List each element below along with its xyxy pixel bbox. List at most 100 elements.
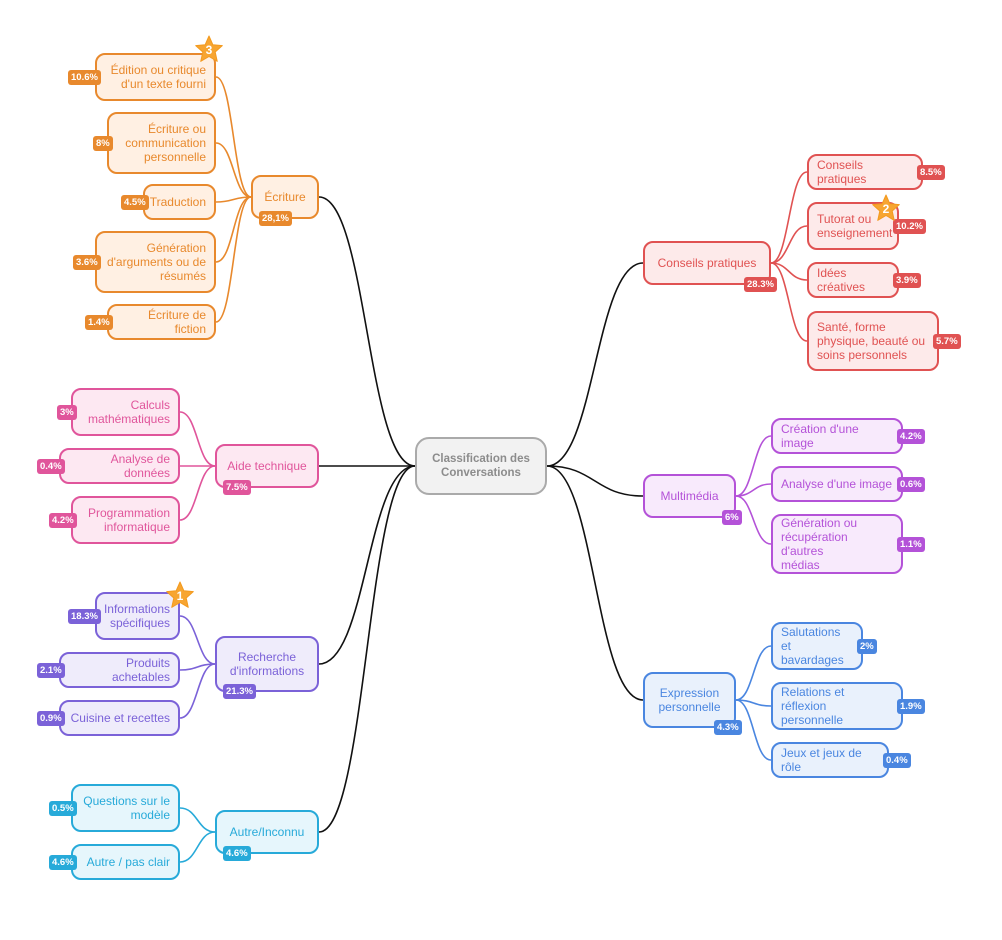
- leaf-badge-multimedia-0: 4.2%: [897, 429, 925, 444]
- branch-badge-multimedia: 6%: [722, 510, 742, 525]
- rank-star-2: 2: [871, 194, 901, 224]
- leaf-node-autre-1[interactable]: Autre / pas clair: [71, 844, 180, 880]
- star-icon: [872, 194, 900, 221]
- branch-badge-conseils: 28.3%: [744, 277, 777, 292]
- leaf-badge-ecriture-4: 1.4%: [85, 315, 113, 330]
- leaf-node-conseils-0[interactable]: Conseils pratiques: [807, 154, 923, 190]
- leaf-badge-expression-0: 2%: [857, 639, 877, 654]
- star-icon: [166, 581, 194, 608]
- leaf-node-aide-1-label: Analyse de données: [110, 452, 170, 480]
- leaf-badge-conseils-3: 5.7%: [933, 334, 961, 349]
- leaf-node-multimedia-0[interactable]: Création d'une image: [771, 418, 903, 454]
- leaf-node-autre-0[interactable]: Questions sur le modèle: [71, 784, 180, 832]
- link-conseils-1: [770, 225, 808, 264]
- leaf-badge-expression-2: 0.4%: [883, 753, 911, 768]
- link-expression-1: [735, 699, 772, 707]
- link-conseils-2: [770, 262, 808, 281]
- leaf-badge-aide-1: 0.4%: [37, 459, 65, 474]
- leaf-node-conseils-1[interactable]: Tutorat ou enseignement: [807, 202, 899, 250]
- leaf-node-multimedia-2[interactable]: Génération ou récupération d'autres médi…: [771, 514, 903, 574]
- leaf-badge-ecriture-2: 4.5%: [121, 195, 149, 210]
- link-conseils-3: [770, 262, 808, 342]
- link-ecriture-4: [215, 196, 252, 323]
- leaf-node-ecriture-2-label: Traduction: [149, 195, 206, 209]
- leaf-node-multimedia-1-label: Analyse d'une image: [781, 477, 893, 491]
- branch-node-aide-label: Aide technique: [227, 459, 307, 473]
- leaf-node-conseils-3[interactable]: Santé, forme physique, beauté ou soins p…: [807, 311, 939, 371]
- leaf-node-expression-0[interactable]: Salutations et bavardages: [771, 622, 863, 670]
- leaf-node-expression-0-label: Salutations et bavardages: [781, 625, 844, 667]
- link-multimedia-0: [735, 435, 772, 497]
- leaf-node-conseils-3-label: Santé, forme physique, beauté ou soins p…: [817, 320, 926, 362]
- root-node[interactable]: Classification des Conversations: [415, 437, 547, 495]
- leaf-badge-autre-1: 4.6%: [49, 855, 77, 870]
- leaf-node-ecriture-2[interactable]: Traduction: [143, 184, 216, 220]
- branch-node-multimedia[interactable]: Multimédia: [643, 474, 736, 518]
- branch-node-autre-label: Autre/Inconnu: [229, 825, 305, 839]
- leaf-node-aide-0[interactable]: Calculs mathématiques: [71, 388, 180, 436]
- leaf-node-multimedia-1[interactable]: Analyse d'une image: [771, 466, 903, 502]
- leaf-node-recherche-2-label: Cuisine et recettes: [70, 711, 170, 725]
- leaf-node-conseils-0-label: Conseils pratiques: [817, 158, 867, 186]
- link-multimedia-1: [735, 483, 772, 497]
- leaf-badge-aide-0: 3%: [57, 405, 77, 420]
- leaf-node-aide-2[interactable]: Programmation informatique: [71, 496, 180, 544]
- leaf-badge-ecriture-1: 8%: [93, 136, 113, 151]
- leaf-node-multimedia-0-label: Création d'une image: [781, 422, 859, 450]
- leaf-node-aide-1[interactable]: Analyse de données: [59, 448, 180, 484]
- leaf-node-conseils-2[interactable]: Idées créatives: [807, 262, 899, 298]
- branch-node-expression[interactable]: Expression personnelle: [643, 672, 736, 728]
- rank-star-3: 3: [194, 35, 224, 65]
- link-ecriture-0: [215, 76, 252, 198]
- leaf-badge-ecriture-0: 10.6%: [68, 70, 101, 85]
- link-root-autre: [318, 465, 416, 833]
- leaf-node-autre-0-label: Questions sur le modèle: [83, 794, 170, 822]
- leaf-node-conseils-2-label: Idées créatives: [817, 266, 866, 294]
- link-root-expression: [546, 465, 644, 701]
- leaf-node-recherche-0[interactable]: Informations spécifiques: [95, 592, 180, 640]
- link-ecriture-3: [215, 196, 252, 263]
- link-expression-0: [735, 645, 772, 701]
- leaf-node-ecriture-1[interactable]: Écriture ou communication personnelle: [107, 112, 216, 174]
- leaf-badge-multimedia-2: 1.1%: [897, 537, 925, 552]
- leaf-badge-conseils-1: 10.2%: [893, 219, 926, 234]
- link-recherche-0: [179, 615, 216, 665]
- leaf-node-ecriture-0[interactable]: Édition ou critique d'un texte fourni: [95, 53, 216, 101]
- leaf-badge-conseils-2: 3.9%: [893, 273, 921, 288]
- leaf-node-aide-2-label: Programmation informatique: [87, 506, 170, 534]
- branch-badge-aide: 7.5%: [223, 480, 251, 495]
- branch-badge-autre: 4.6%: [223, 846, 251, 861]
- link-expression-2: [735, 699, 772, 761]
- leaf-node-ecriture-1-label: Écriture ou communication personnelle: [125, 122, 206, 164]
- leaf-badge-ecriture-3: 3.6%: [73, 255, 101, 270]
- branch-node-recherche[interactable]: Recherche d'informations: [215, 636, 319, 692]
- leaf-node-recherche-1[interactable]: Produits achetables: [59, 652, 180, 688]
- leaf-badge-expression-1: 1.9%: [897, 699, 925, 714]
- leaf-node-autre-1-label: Autre / pas clair: [86, 855, 170, 869]
- branch-node-expression-label: Expression personnelle: [658, 686, 721, 714]
- branch-node-conseils-label: Conseils pratiques: [657, 256, 757, 270]
- branch-node-multimedia-label: Multimédia: [660, 489, 719, 503]
- leaf-node-ecriture-3[interactable]: Génération d'arguments ou de résumés: [95, 231, 216, 293]
- leaf-node-expression-1-label: Relations et réflexion personnelle: [781, 685, 845, 727]
- link-conseils-0: [770, 171, 808, 264]
- leaf-badge-conseils-0: 8.5%: [917, 165, 945, 180]
- link-root-multimedia: [546, 465, 644, 497]
- rank-number: 3: [205, 43, 213, 57]
- branch-badge-ecriture: 28,1%: [259, 211, 292, 226]
- leaf-node-recherche-0-label: Informations spécifiques: [103, 602, 170, 630]
- leaf-node-ecriture-4[interactable]: Écriture de fiction: [107, 304, 216, 340]
- leaf-node-multimedia-2-label: Génération ou récupération d'autres médi…: [781, 516, 858, 572]
- star-icon: [195, 35, 223, 62]
- link-recherche-2: [179, 663, 216, 719]
- rank-number: 2: [882, 202, 890, 216]
- leaf-badge-recherche-1: 2.1%: [37, 663, 65, 678]
- link-multimedia-2: [735, 495, 772, 545]
- root-node-label: Classification des Conversations: [432, 453, 530, 479]
- leaf-node-ecriture-4-label: Écriture de fiction: [147, 308, 206, 336]
- leaf-node-recherche-1-label: Produits achetables: [111, 656, 170, 684]
- leaf-node-expression-2[interactable]: Jeux et jeux de rôle: [771, 742, 889, 778]
- leaf-node-recherche-2[interactable]: Cuisine et recettes: [59, 700, 180, 736]
- leaf-node-expression-1[interactable]: Relations et réflexion personnelle: [771, 682, 903, 730]
